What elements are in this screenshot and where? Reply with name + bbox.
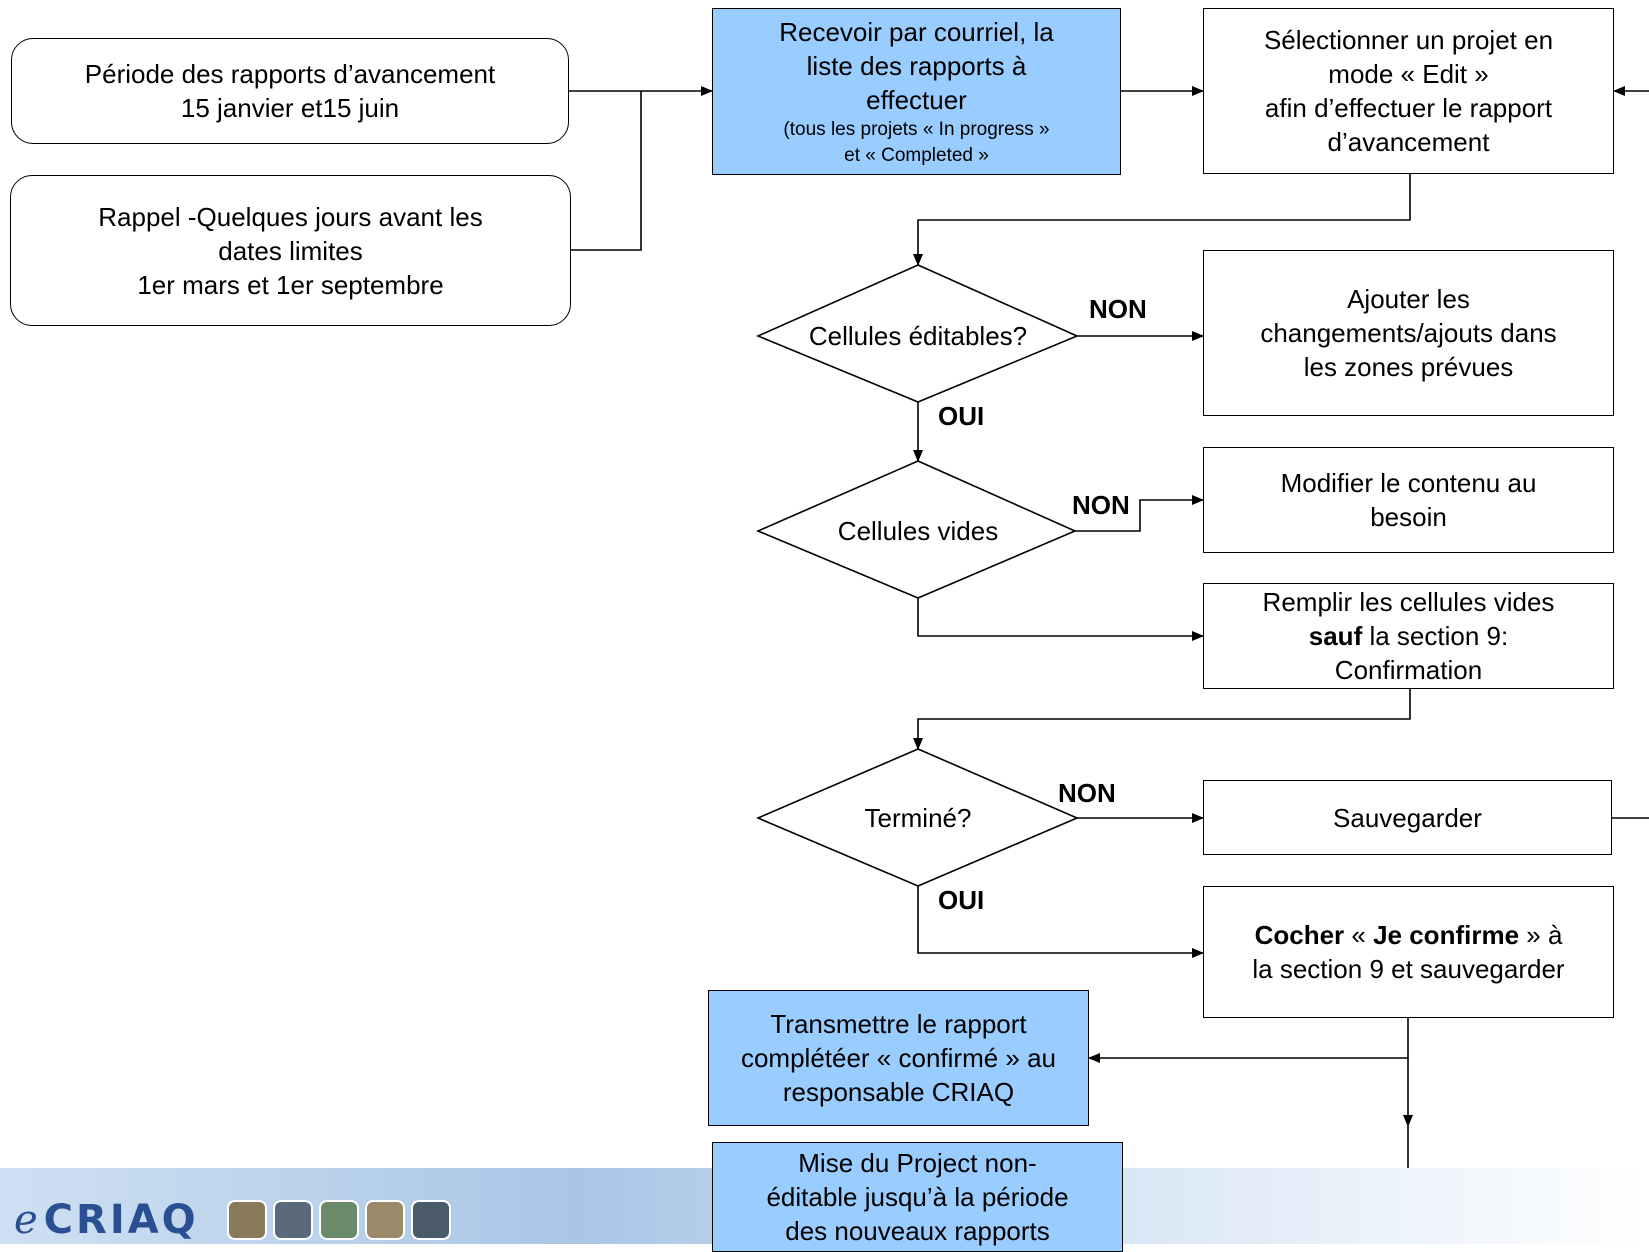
node-modifier-line: Modifier le contenu au bbox=[1280, 468, 1537, 498]
node-transmettre-line: complétéer « confirmé » au bbox=[740, 1043, 1057, 1073]
node-selectionner-line: mode « Edit » bbox=[1328, 59, 1489, 89]
node-modifier: Modifier le contenu au besoin bbox=[1203, 447, 1614, 553]
edge-vides-to-remplir bbox=[917, 598, 1204, 641]
logo-thumb-icon bbox=[272, 1200, 313, 1240]
decision-editables-shape bbox=[755, 264, 1080, 403]
remplir-bold-word: sauf bbox=[1308, 621, 1363, 651]
node-mise-line: Mise du Project non- bbox=[798, 1148, 1037, 1178]
decision-vides-shape bbox=[755, 460, 1078, 599]
edge-label-oui: OUI bbox=[938, 885, 985, 915]
cocher-text-1: « bbox=[1344, 920, 1374, 950]
node-rappel-line: 1er mars et 1er septembre bbox=[137, 269, 444, 300]
node-ajouter-line: Ajouter les bbox=[1347, 284, 1470, 314]
node-sauvegarder-label: Sauvegarder bbox=[1333, 802, 1482, 833]
logo-thumb-icon bbox=[410, 1200, 451, 1240]
node-remplir: Remplir les cellules vides sauf la secti… bbox=[1203, 583, 1614, 689]
node-mise-line: éditable jusqu’à la période bbox=[766, 1182, 1069, 1212]
node-ajouter-line: les zones prévues bbox=[1303, 352, 1514, 382]
edge-cocher-to-transmettre bbox=[1088, 1018, 1409, 1063]
edge-label-non: NON bbox=[1058, 778, 1116, 808]
edge-selectionner-to-editables bbox=[913, 174, 1411, 266]
node-cocher-line2: la section 9 et sauvegarder bbox=[1252, 954, 1565, 984]
edge-label-non: NON bbox=[1072, 490, 1130, 520]
edge-label-oui: OUI bbox=[938, 401, 985, 431]
node-recevoir-line: effectuer bbox=[866, 84, 967, 115]
node-selectionner-line: afin d’effectuer le rapport bbox=[1264, 93, 1553, 123]
cocher-bold-1: Cocher bbox=[1254, 920, 1345, 950]
decision-vides-label: Cellules vides bbox=[837, 516, 999, 546]
logo-thumbnails bbox=[226, 1200, 451, 1240]
edge-vides-to-modifier bbox=[1075, 495, 1204, 532]
criaq-logo: e CRIAQ bbox=[14, 1196, 451, 1244]
node-mise: Mise du Project non- éditable jusqu’à la… bbox=[712, 1142, 1123, 1252]
node-periode-line: 15 janvier et15 juin bbox=[180, 93, 400, 123]
node-selectionner: Sélectionner un projet en mode « Edit » … bbox=[1203, 8, 1614, 174]
node-rappel: Rappel -Quelques jours avant les dates l… bbox=[10, 175, 571, 326]
remplir-line2-rest: la section 9: bbox=[1362, 621, 1509, 651]
node-transmettre-line: Transmettre le rapport bbox=[770, 1009, 1027, 1039]
node-remplir-line: Confirmation bbox=[1334, 655, 1483, 685]
node-cocher-line1: Cocher « Je confirme » à bbox=[1255, 918, 1563, 952]
edge-termine-to-cocher bbox=[917, 886, 1204, 958]
node-mise-line: des nouveaux rapports bbox=[785, 1216, 1050, 1246]
node-ajouter: Ajouter les changements/ajouts dans les … bbox=[1203, 250, 1614, 416]
node-periode: Période des rapports d’avancement 15 jan… bbox=[11, 38, 569, 144]
node-recevoir-note: (tous les projets « In progress » bbox=[783, 118, 1050, 140]
node-selectionner-line: d’avancement bbox=[1327, 127, 1490, 157]
logo-thumb-icon bbox=[226, 1200, 267, 1240]
logo-thumb-icon bbox=[318, 1200, 359, 1240]
edge-remplir-to-termine bbox=[913, 689, 1411, 750]
node-recevoir: Recevoir par courriel, la liste des rapp… bbox=[712, 8, 1121, 175]
node-transmettre-line: responsable CRIAQ bbox=[782, 1077, 1015, 1107]
node-periode-line: Période des rapports d’avancement bbox=[84, 59, 496, 89]
logo-text: CRIAQ bbox=[43, 1197, 199, 1243]
decision-termine-label: Terminé? bbox=[864, 803, 972, 833]
node-transmettre: Transmettre le rapport complétéer « conf… bbox=[708, 990, 1089, 1126]
node-rappel-line: dates limites bbox=[218, 235, 363, 266]
node-recevoir-line: liste des rapports à bbox=[806, 50, 1027, 81]
edge-rappel-to-recevoir bbox=[571, 91, 642, 251]
node-cocher: Cocher « Je confirme » à la section 9 et… bbox=[1203, 886, 1614, 1018]
edge-label-non: NON bbox=[1089, 294, 1147, 324]
node-recevoir-note: et « Completed » bbox=[844, 144, 989, 166]
node-ajouter-line: changements/ajouts dans bbox=[1260, 318, 1557, 348]
node-remplir-line: Remplir les cellules vides bbox=[1262, 587, 1555, 617]
decision-editables-label: Cellules éditables? bbox=[808, 321, 1028, 351]
node-rappel-line: Rappel -Quelques jours avant les bbox=[98, 201, 483, 232]
node-remplir-line2: sauf la section 9: bbox=[1309, 619, 1508, 653]
node-recevoir-line: Recevoir par courriel, la bbox=[779, 16, 1054, 47]
cocher-text-2: » à bbox=[1519, 920, 1563, 950]
logo-thumb-icon bbox=[364, 1200, 405, 1240]
node-sauvegarder: Sauvegarder bbox=[1203, 780, 1612, 855]
node-modifier-line: besoin bbox=[1370, 502, 1447, 532]
node-selectionner-line: Sélectionner un projet en bbox=[1263, 25, 1554, 55]
logo-swoosh-icon: e bbox=[14, 1197, 38, 1243]
cocher-bold-2: Je confirme bbox=[1373, 920, 1520, 950]
decision-termine-shape bbox=[755, 748, 1080, 887]
